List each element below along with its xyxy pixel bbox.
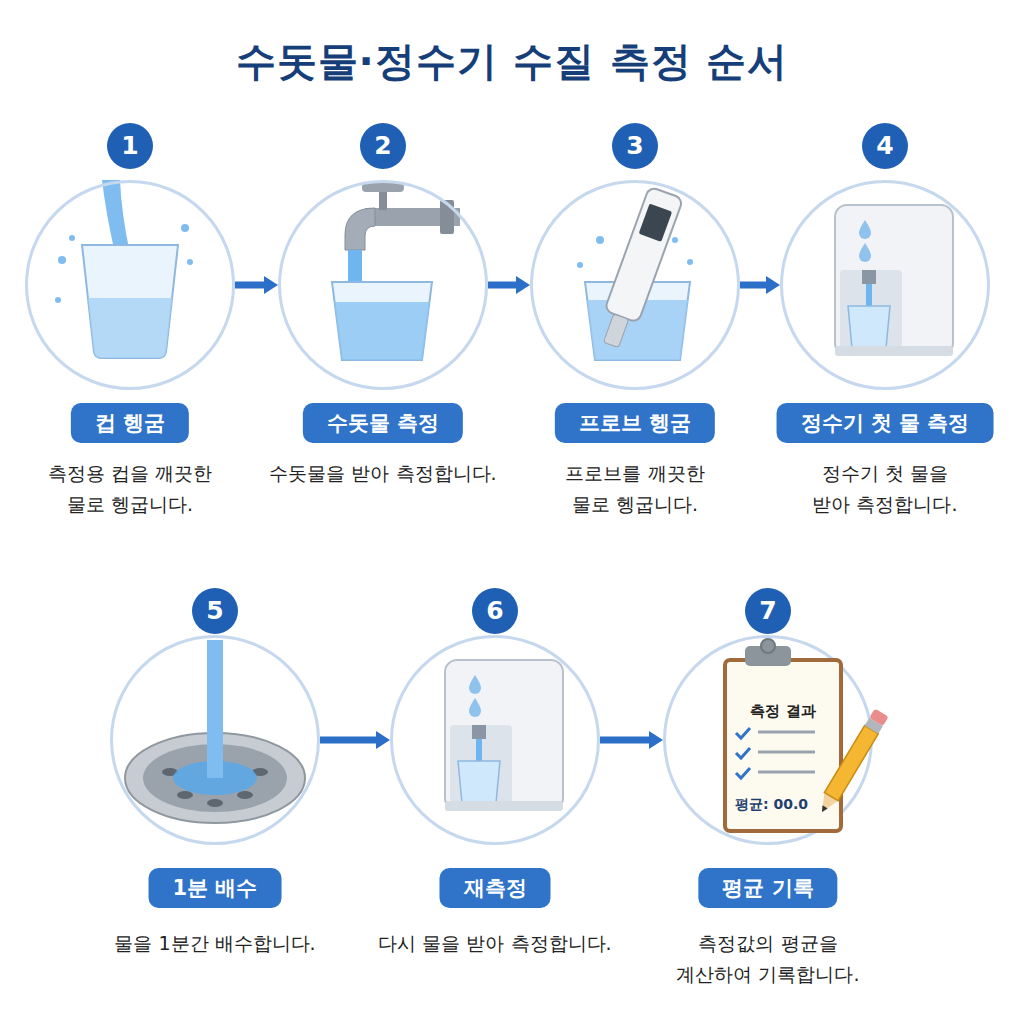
pencil-body [824,726,878,801]
step-description: 프로브를 깨끗한 물로 헹굽니다. [510,458,760,520]
flow-arrow [600,737,653,744]
clipboard-average: 평균: 00.0 [735,796,808,814]
text-line [758,751,815,754]
meter-body [604,186,683,322]
drain-hole [177,791,193,799]
cup [332,282,432,360]
purifier-base [835,346,953,356]
faucet-spout [345,208,375,250]
step-number: 3 [612,123,658,169]
step-number: 4 [862,123,908,169]
step-label: 1분 배수 [149,868,282,908]
step-circle: 2수돗물 측정수돗물을 받아 측정합니다. [278,180,488,390]
water-drop [181,224,189,232]
pencil-eraser [869,708,888,726]
flow-arrow [320,737,380,744]
step-description: 수돗물을 받아 측정합니다. [258,458,508,489]
water-drop [596,236,604,244]
water-drop [69,235,75,241]
step-label: 컵 헹굼 [71,403,189,443]
step-number: 2 [360,123,406,169]
pencil-ferrule [865,718,883,734]
text-line [758,731,815,734]
cup [82,245,178,358]
drop-icon [859,243,871,262]
check-mark [736,768,750,778]
flow-arrow [488,282,520,289]
cup-water [334,302,430,360]
faucet-illustration [332,183,460,360]
drop-icon [859,220,871,239]
step-label: 재측정 [440,868,551,908]
text-line [758,771,815,774]
clipboard-box: 측정 결과평균: 00.0 [723,658,843,833]
step-circle: 7평균 기록측정값의 평균을 계산하여 기록합니다.측정 결과평균: 00.0 [663,635,873,845]
step-number: 5 [192,588,238,634]
clipboard-heading: 측정 결과 [727,702,839,721]
connectors [235,285,770,740]
purifier-body [835,205,953,355]
flow-arrow [740,282,770,289]
flow-arrow [235,282,268,289]
step-description: 정수기 첫 물을 받아 측정합니다. [760,458,1010,520]
step-label: 평균 기록 [698,868,837,908]
pencil [815,708,888,816]
meter-screen [639,204,672,242]
dispense-area [840,270,902,348]
clipboard-decoration [736,639,815,778]
drain-illustration [125,640,305,823]
step-number: 1 [107,123,153,169]
faucet-handle [362,183,404,192]
water-drop [577,262,583,268]
clipboard-clip [745,646,791,666]
step-description: 다시 물을 받아 측정합니다. [370,928,620,959]
water-purifier-illustration [835,205,953,356]
step-description: 측정용 컵을 깨끗한 물로 헹굽니다. [5,458,255,520]
step-label: 프로브 헹굼 [555,403,715,443]
pencil-lead [819,805,827,813]
step-description: 물을 1분간 배수합니다. [90,928,340,959]
step-circle: 4정수기 첫 물 측정정수기 첫 물을 받아 측정합니다. [780,180,990,390]
water-drop [55,297,61,303]
meter-probe [603,314,628,348]
water-drop [58,256,66,264]
diagram-title: 수돗물·정수기 수질 측정 순서 [0,34,1024,89]
clipboard-clip-ring [761,639,775,653]
step-number: 6 [472,588,518,634]
drain-hole [237,791,253,799]
check-mark [736,748,750,758]
water-drop [187,259,193,265]
step-label: 수돗물 측정 [303,403,463,443]
drain-hole [207,799,223,807]
step-label: 정수기 첫 물 측정 [777,403,994,443]
pencil-tip [815,792,838,816]
check-mark [736,728,750,738]
cup-rinse-illustration [55,180,193,358]
cup-water [88,298,172,358]
water-drop [672,237,678,243]
step-description: 측정값의 평균을 계산하여 기록합니다. [643,928,893,990]
water-purifier-illustration [445,660,563,811]
step-circle: 3프로브 헹굼프로브를 깨끗한 물로 헹굽니다. [530,180,740,390]
water-stream [207,640,223,778]
step-circle: 1컵 헹굼측정용 컵을 깨끗한 물로 헹굽니다. [25,180,235,390]
tds-meter [594,186,683,351]
water-drop [687,259,693,265]
faucet-flange [440,200,454,234]
nozzle [862,270,876,284]
cup [848,306,890,348]
step-circle: 51분 배수물을 1분간 배수합니다. [110,635,320,845]
step-number: 7 [745,588,791,634]
probe-rinse-illustration [577,186,693,360]
step-circle: 6재측정다시 물을 받아 측정합니다. [390,635,600,845]
